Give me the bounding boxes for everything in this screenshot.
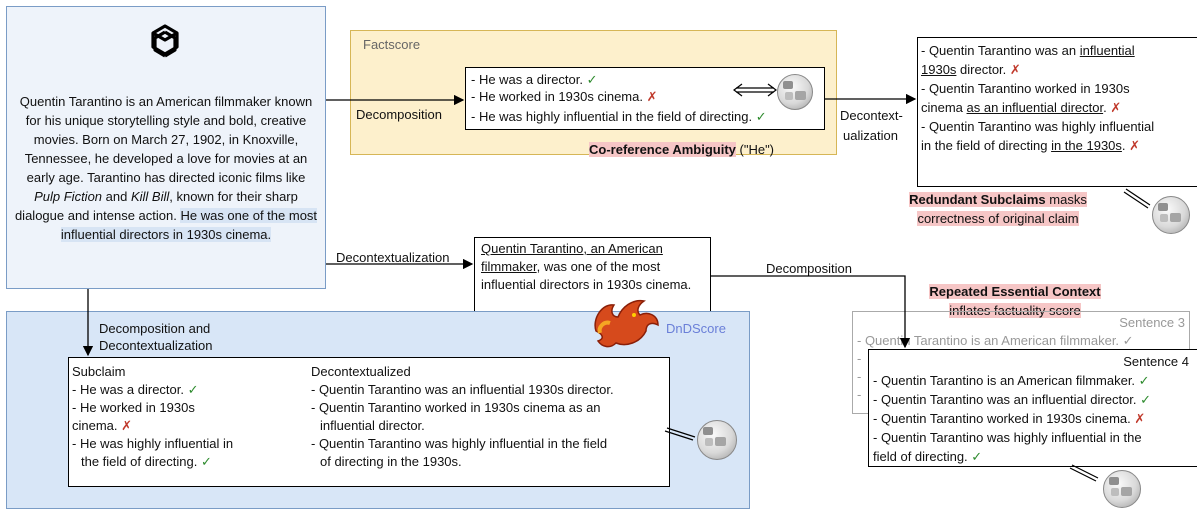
sentence-3-claim: - Quentin Tarantino is an American filmm… <box>857 333 1134 348</box>
repeated-context-note: Repeated Essential Context inflates fact… <box>929 284 1101 318</box>
sentence-4-claim: - Quentin Tarantino is an American filmm… <box>873 373 1150 388</box>
check-icon: ✓ <box>586 72 598 87</box>
decontextualized-header: Decontextualized <box>311 364 411 379</box>
decontext-rest: , was one of the most influential direct… <box>481 259 692 292</box>
sentence-3-box: Sentence 3 - Quentin Tarantino is an Ame… <box>852 311 1190 414</box>
source-text-main: Quentin Tarantino is an American filmmak… <box>19 94 313 185</box>
wikipedia-globe-icon <box>697 420 737 460</box>
film-title-kill-bill: Kill Bill <box>130 189 170 204</box>
factscore-claim: - He was highly influential in the field… <box>471 109 767 124</box>
openai-logo-icon <box>151 24 179 58</box>
decontextualization-mid-label: Decontextualization <box>336 250 450 265</box>
subclaim-column: Subclaim - He was a director. ✓ - He wor… <box>72 363 287 471</box>
cross-icon: ✗ <box>1129 138 1141 153</box>
source-text: Quentin Tarantino is an American filmmak… <box>12 92 320 244</box>
sentence-4-claim: - Quentin Tarantino worked in 1930s cine… <box>873 411 1146 426</box>
decomposition-top-label: Decomposition <box>356 107 442 122</box>
factscore-claim: - He worked in 1930s cinema. ✗ <box>471 89 658 104</box>
source-text-after: , known for their sharp dialogue and int… <box>14 189 298 223</box>
decontextualization-top-label-2: ualization <box>843 128 898 143</box>
wikipedia-globe-icon <box>777 74 813 110</box>
wikipedia-globe-icon <box>1152 196 1190 234</box>
factscore-label: Factscore <box>363 37 421 52</box>
sentence-4-box: Sentence 4 - Quentin Tarantino is an Ame… <box>868 349 1197 467</box>
sentence-3-title: Sentence 3 <box>1119 315 1185 330</box>
decontextualization-top-label-1: Decontext- <box>840 108 903 123</box>
coreference-ambiguity-note: Co-reference Ambiguity ("He") <box>589 141 774 158</box>
dnd-arrow-label: Decomposition and Decontextualization <box>99 321 213 353</box>
check-icon: ✓ <box>200 454 212 469</box>
cross-icon: ✗ <box>1134 411 1146 426</box>
check-icon: ✓ <box>971 449 983 464</box>
check-icon: ✓ <box>187 382 199 397</box>
decontextualized-column: Decontextualized - Quentin Tarantino was… <box>311 363 671 471</box>
arrow-to-sentence4 <box>711 275 911 349</box>
factscore-claim: - He was a director. ✓ <box>471 72 598 87</box>
sentence-4-title: Sentence 4 <box>1123 354 1189 369</box>
wikipedia-globe-icon <box>1103 470 1141 508</box>
decontext-added-context: Quentin Tarantino, an American filmmaker <box>481 241 663 274</box>
check-icon: ✓ <box>1138 373 1150 388</box>
cross-icon: ✗ <box>1009 62 1021 77</box>
cross-icon: ✗ <box>121 418 133 433</box>
dndscore-label: DnDScore <box>666 321 726 336</box>
film-title-pulp-fiction: Pulp Fiction <box>34 189 103 204</box>
dndscore-inner-box: Subclaim - He was a director. ✓ - He wor… <box>68 357 670 487</box>
cross-icon: ✗ <box>1110 100 1122 115</box>
cross-icon: ✗ <box>646 89 658 104</box>
redundant-subclaims-note: Redundant Subclaims masks correctness of… <box>909 192 1087 226</box>
decomposition-mid-label: Decomposition <box>766 261 852 276</box>
ambiguity-rest: ("He") <box>735 142 775 157</box>
factscore-claims-box: - He was a director. ✓ - He worked in 19… <box>465 67 825 130</box>
source-text-and: and <box>102 189 131 204</box>
sentence-4-claim: - Quentin Tarantino was highly influenti… <box>873 430 1142 445</box>
double-arrow-factscore <box>733 83 777 97</box>
check-icon: ✓ <box>1140 392 1152 407</box>
double-arrow-sentence4 <box>1069 464 1099 482</box>
check-icon: ✓ <box>755 109 767 124</box>
subclaim-header: Subclaim <box>72 364 126 379</box>
redundant-subclaims-box: - Quentin Tarantino was an influential 1… <box>917 37 1197 187</box>
ambiguity-bold: Co-reference Ambiguity <box>589 142 736 157</box>
dragon-logo-icon <box>594 299 659 348</box>
double-arrow-dndscore <box>664 427 696 441</box>
sentence-4-claim: - Quentin Tarantino was an influential d… <box>873 392 1152 407</box>
double-arrow-redundant <box>1123 188 1151 209</box>
